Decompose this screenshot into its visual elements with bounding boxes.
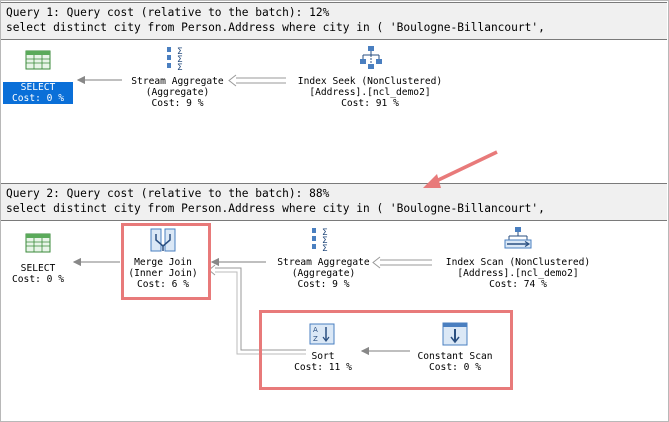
q1-arrow-seek-head — [228, 74, 237, 87]
q2-select-cost: Cost: 0 % — [12, 274, 64, 285]
q2-merge-label: Merge Join — [134, 257, 192, 268]
svg-text:A: A — [313, 326, 318, 334]
q2-arrow-scan-head — [372, 256, 381, 269]
query1-header: Query 1: Query cost (relative to the bat… — [1, 2, 667, 40]
q2-sort-label: Sort — [311, 351, 335, 362]
q2-stream-node[interactable]: Stream Aggregate (Aggregate) Cost: 9 % — [256, 257, 391, 290]
constant-scan-icon[interactable] — [442, 322, 468, 350]
query2-title: Query 2: Query cost (relative to the bat… — [6, 187, 330, 200]
q2-scan-cost: Cost: 74 % — [489, 279, 547, 290]
q1-seek-sub: [Address].[ncl_demo2] — [309, 87, 431, 98]
svg-text:Σ: Σ — [322, 236, 328, 246]
q1-select-label: SELECT — [3, 82, 73, 93]
q2-merge-sub: (Inner Join) — [128, 268, 198, 279]
q1-seek-node[interactable]: Index Seek (NonClustered) [Address].[ncl… — [285, 76, 455, 109]
q1-select-node[interactable]: SELECT Cost: 0 % — [3, 82, 73, 104]
svg-text:Σ: Σ — [322, 228, 328, 238]
q2-stream-label: Stream Aggregate — [277, 257, 370, 268]
svg-text:Σ: Σ — [177, 47, 183, 57]
q2-constant-label: Constant Scan — [417, 351, 493, 362]
stream-aggregate-icon[interactable]: Σ Σ Σ — [165, 45, 189, 75]
index-seek-icon[interactable] — [358, 45, 384, 75]
q2-select-node[interactable]: SELECT Cost: 0 % — [3, 263, 73, 285]
q2-scan-sub: [Address].[ncl_demo2] — [457, 268, 579, 279]
q2-constant-cost: Cost: 0 % — [429, 362, 481, 373]
query1-title: Query 1: Query cost (relative to the bat… — [6, 6, 330, 19]
q2-constant-node[interactable]: Constant Scan Cost: 0 % — [400, 351, 510, 373]
q1-stream-cost: Cost: 9 % — [151, 98, 204, 109]
index-scan-icon[interactable] — [504, 226, 532, 256]
q2-sort-node[interactable]: Sort Cost: 11 % — [278, 351, 368, 373]
q2-arrow-sort-b — [215, 271, 306, 355]
q2-sort-cost: Cost: 11 % — [294, 362, 352, 373]
q2-stream-sub: (Aggregate) — [291, 268, 356, 279]
q1-seek-label: Index Seek (NonClustered) — [297, 76, 443, 87]
select-icon[interactable] — [25, 233, 51, 257]
query1-sql[interactable]: select distinct city from Person.Address… — [6, 21, 545, 34]
svg-text:Z: Z — [313, 335, 318, 343]
q1-stream-node[interactable]: Stream Aggregate (Aggregate) Cost: 9 % — [110, 76, 245, 109]
query2-header: Query 2: Query cost (relative to the bat… — [1, 183, 667, 221]
svg-text:Σ: Σ — [322, 244, 328, 252]
svg-text:Σ: Σ — [177, 55, 183, 65]
merge-join-highlight — [121, 223, 211, 300]
sort-icon[interactable]: A Z — [309, 323, 335, 349]
q1-stream-label: Stream Aggregate — [131, 76, 224, 87]
merge-join-icon[interactable] — [150, 228, 176, 256]
query2-sql[interactable]: select distinct city from Person.Address… — [6, 202, 545, 215]
annotation-arrow-line — [431, 150, 498, 185]
sort-constant-highlight — [259, 310, 513, 390]
svg-text:Σ: Σ — [177, 63, 183, 71]
q2-scan-node[interactable]: Index Scan (NonClustered) [Address].[ncl… — [432, 257, 604, 290]
q1-stream-sub: (Aggregate) — [145, 87, 210, 98]
annotation-arrow-head — [423, 174, 441, 188]
q2-merge-node[interactable]: Merge Join (Inner Join) Cost: 6 % — [118, 257, 208, 290]
select-icon[interactable] — [25, 50, 51, 74]
q2-merge-cost: Cost: 6 % — [137, 279, 189, 290]
q2-select-label: SELECT — [20, 263, 56, 274]
q2-arrow-sort-a — [215, 267, 306, 351]
q2-stream-cost: Cost: 9 % — [297, 279, 350, 290]
q2-scan-label: Index Scan (NonClustered) — [445, 257, 591, 268]
q1-seek-cost: Cost: 91 % — [341, 98, 399, 109]
q1-select-cost: Cost: 0 % — [3, 93, 73, 104]
stream-aggregate-icon[interactable]: Σ Σ Σ — [310, 226, 334, 256]
